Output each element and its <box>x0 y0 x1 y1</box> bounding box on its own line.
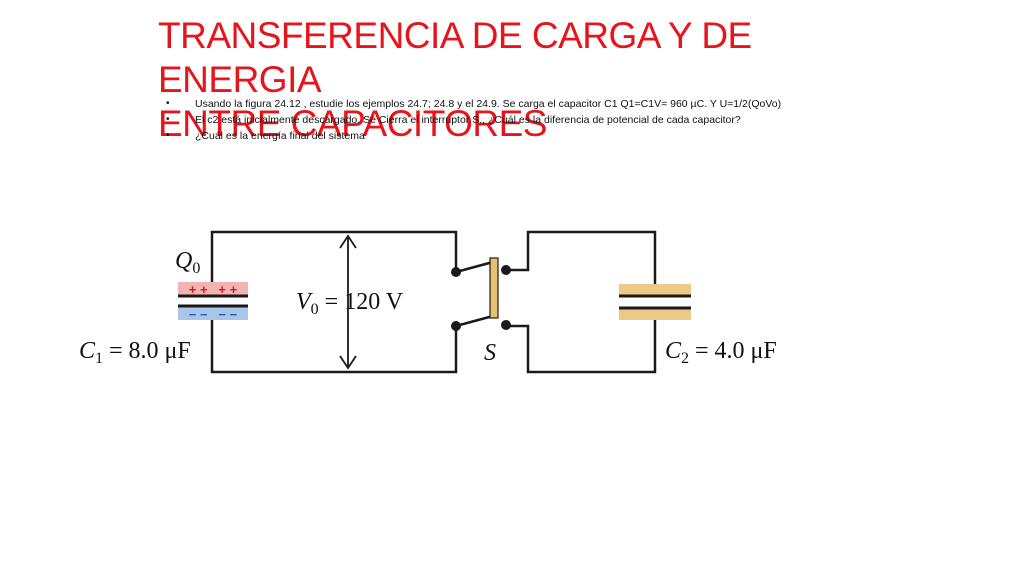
wire-left-bottom <box>210 308 458 374</box>
wire-left-top <box>210 230 458 294</box>
c1-negative-band <box>178 306 248 320</box>
wire-right-top <box>506 230 657 288</box>
c1-minus-signs: − − − − <box>189 307 238 322</box>
q0-label: Q0 <box>175 248 200 277</box>
wires <box>210 230 657 374</box>
title-line-1: TRANSFERENCIA DE CARGA Y DE ENERGIA <box>158 15 752 100</box>
switch <box>451 257 511 331</box>
switch-arm-bottom <box>455 314 494 328</box>
switch-label: S <box>484 340 496 366</box>
bullet-list: Usando la figura 24.12 , estudie los eje… <box>166 96 966 144</box>
switch-contact-right-bottom <box>501 320 511 330</box>
c1-positive-band <box>178 282 248 296</box>
switch-arm-top <box>455 260 494 274</box>
wire-right-bottom <box>506 314 657 374</box>
bullet-item: ¿Cuál es la energía final del sistema <box>166 128 966 144</box>
switch-blade <box>489 257 499 319</box>
c2-band-top <box>619 284 691 296</box>
c1-label: C1 = 8.0 μF <box>79 338 191 367</box>
switch-contact-left-top <box>451 267 461 277</box>
c1-plus-signs: + + + + <box>189 282 238 297</box>
voltage-arrow-head-top <box>339 234 357 249</box>
bullet-item: Usando la figura 24.12 , estudie los eje… <box>166 96 966 112</box>
c2-label: C2 = 4.0 μF <box>665 338 777 367</box>
switch-contact-left-bottom <box>451 321 461 331</box>
bullet-item: El c2 está inicialmente descargado. Se C… <box>166 112 966 128</box>
c2-band-bottom <box>619 308 691 320</box>
voltage-arrow-head-bottom <box>339 355 357 370</box>
switch-contact-right-top <box>501 265 511 275</box>
v0-label: V0 = 120 V <box>296 289 404 318</box>
